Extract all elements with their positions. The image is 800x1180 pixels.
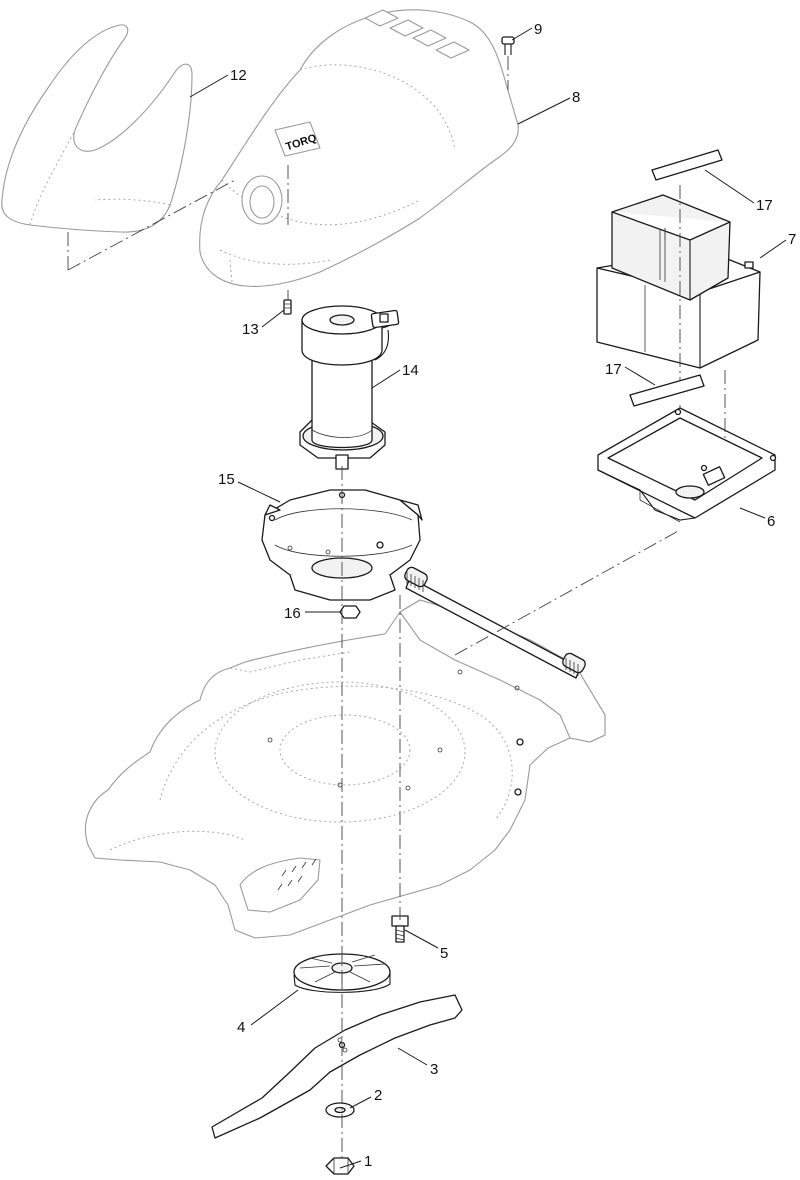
nut-16	[339, 605, 361, 619]
callout-labels: 1 2 3 4 5 6 7 8 9 12 13 14 15 16 17 17	[218, 21, 796, 1170]
battery	[596, 194, 761, 369]
handle-axle	[404, 566, 586, 679]
callout-3: 3	[430, 1061, 438, 1078]
battery-tray	[597, 407, 777, 523]
callout-5: 5	[440, 945, 448, 962]
motor-mount	[261, 489, 423, 601]
hood-insert	[1, 24, 193, 233]
battery-label-bottom	[629, 374, 705, 407]
callout-4: 4	[237, 1019, 245, 1036]
callout-9: 9	[534, 21, 542, 38]
center-lines	[67, 56, 726, 1160]
callout-16: 16	[284, 605, 301, 622]
hood: TORQ	[199, 9, 519, 287]
callout-17-bottom: 17	[605, 361, 622, 378]
screw-9	[501, 36, 515, 55]
callout-13: 13	[242, 321, 259, 338]
bolt-5	[391, 915, 409, 943]
callout-15: 15	[218, 471, 235, 488]
callout-14: 14	[402, 362, 419, 379]
callout-12: 12	[230, 67, 247, 84]
callout-2: 2	[374, 1087, 382, 1104]
mower-deck	[84, 599, 606, 939]
washer	[325, 1102, 355, 1118]
callout-17-top: 17	[756, 197, 773, 214]
callout-6: 6	[767, 513, 775, 530]
leader-lines	[189, 27, 787, 1169]
callout-1: 1	[364, 1153, 372, 1170]
nut-1	[325, 1157, 355, 1175]
motor	[299, 305, 400, 470]
battery-label-top	[651, 149, 723, 181]
callout-8: 8	[572, 89, 580, 106]
screw-13	[283, 299, 292, 315]
callout-7: 7	[788, 231, 796, 248]
